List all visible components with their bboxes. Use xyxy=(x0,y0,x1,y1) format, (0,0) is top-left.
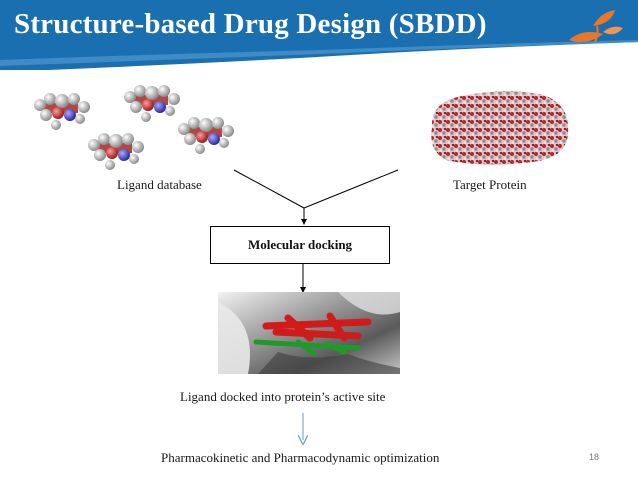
header-banner xyxy=(0,0,638,70)
leaf-logo-icon xyxy=(569,10,623,43)
optimization-label: Pharmacokinetic and Pharmacodynamic opti… xyxy=(161,450,440,465)
docked-complex-image xyxy=(218,292,400,374)
protein-surface-image xyxy=(431,91,569,165)
molecular-docking-box: Molecular docking xyxy=(210,226,390,264)
molecular-docking-label: Molecular docking xyxy=(247,237,353,252)
page-number: 18 xyxy=(589,452,600,462)
docked-result-label: Ligand docked into protein’s active site xyxy=(180,389,386,404)
slide-title: Structure-based Drug Design (SBDD) xyxy=(14,8,487,40)
ligand-database-label: Ligand database xyxy=(117,177,202,192)
target-protein-label: Target Protein xyxy=(453,177,527,192)
